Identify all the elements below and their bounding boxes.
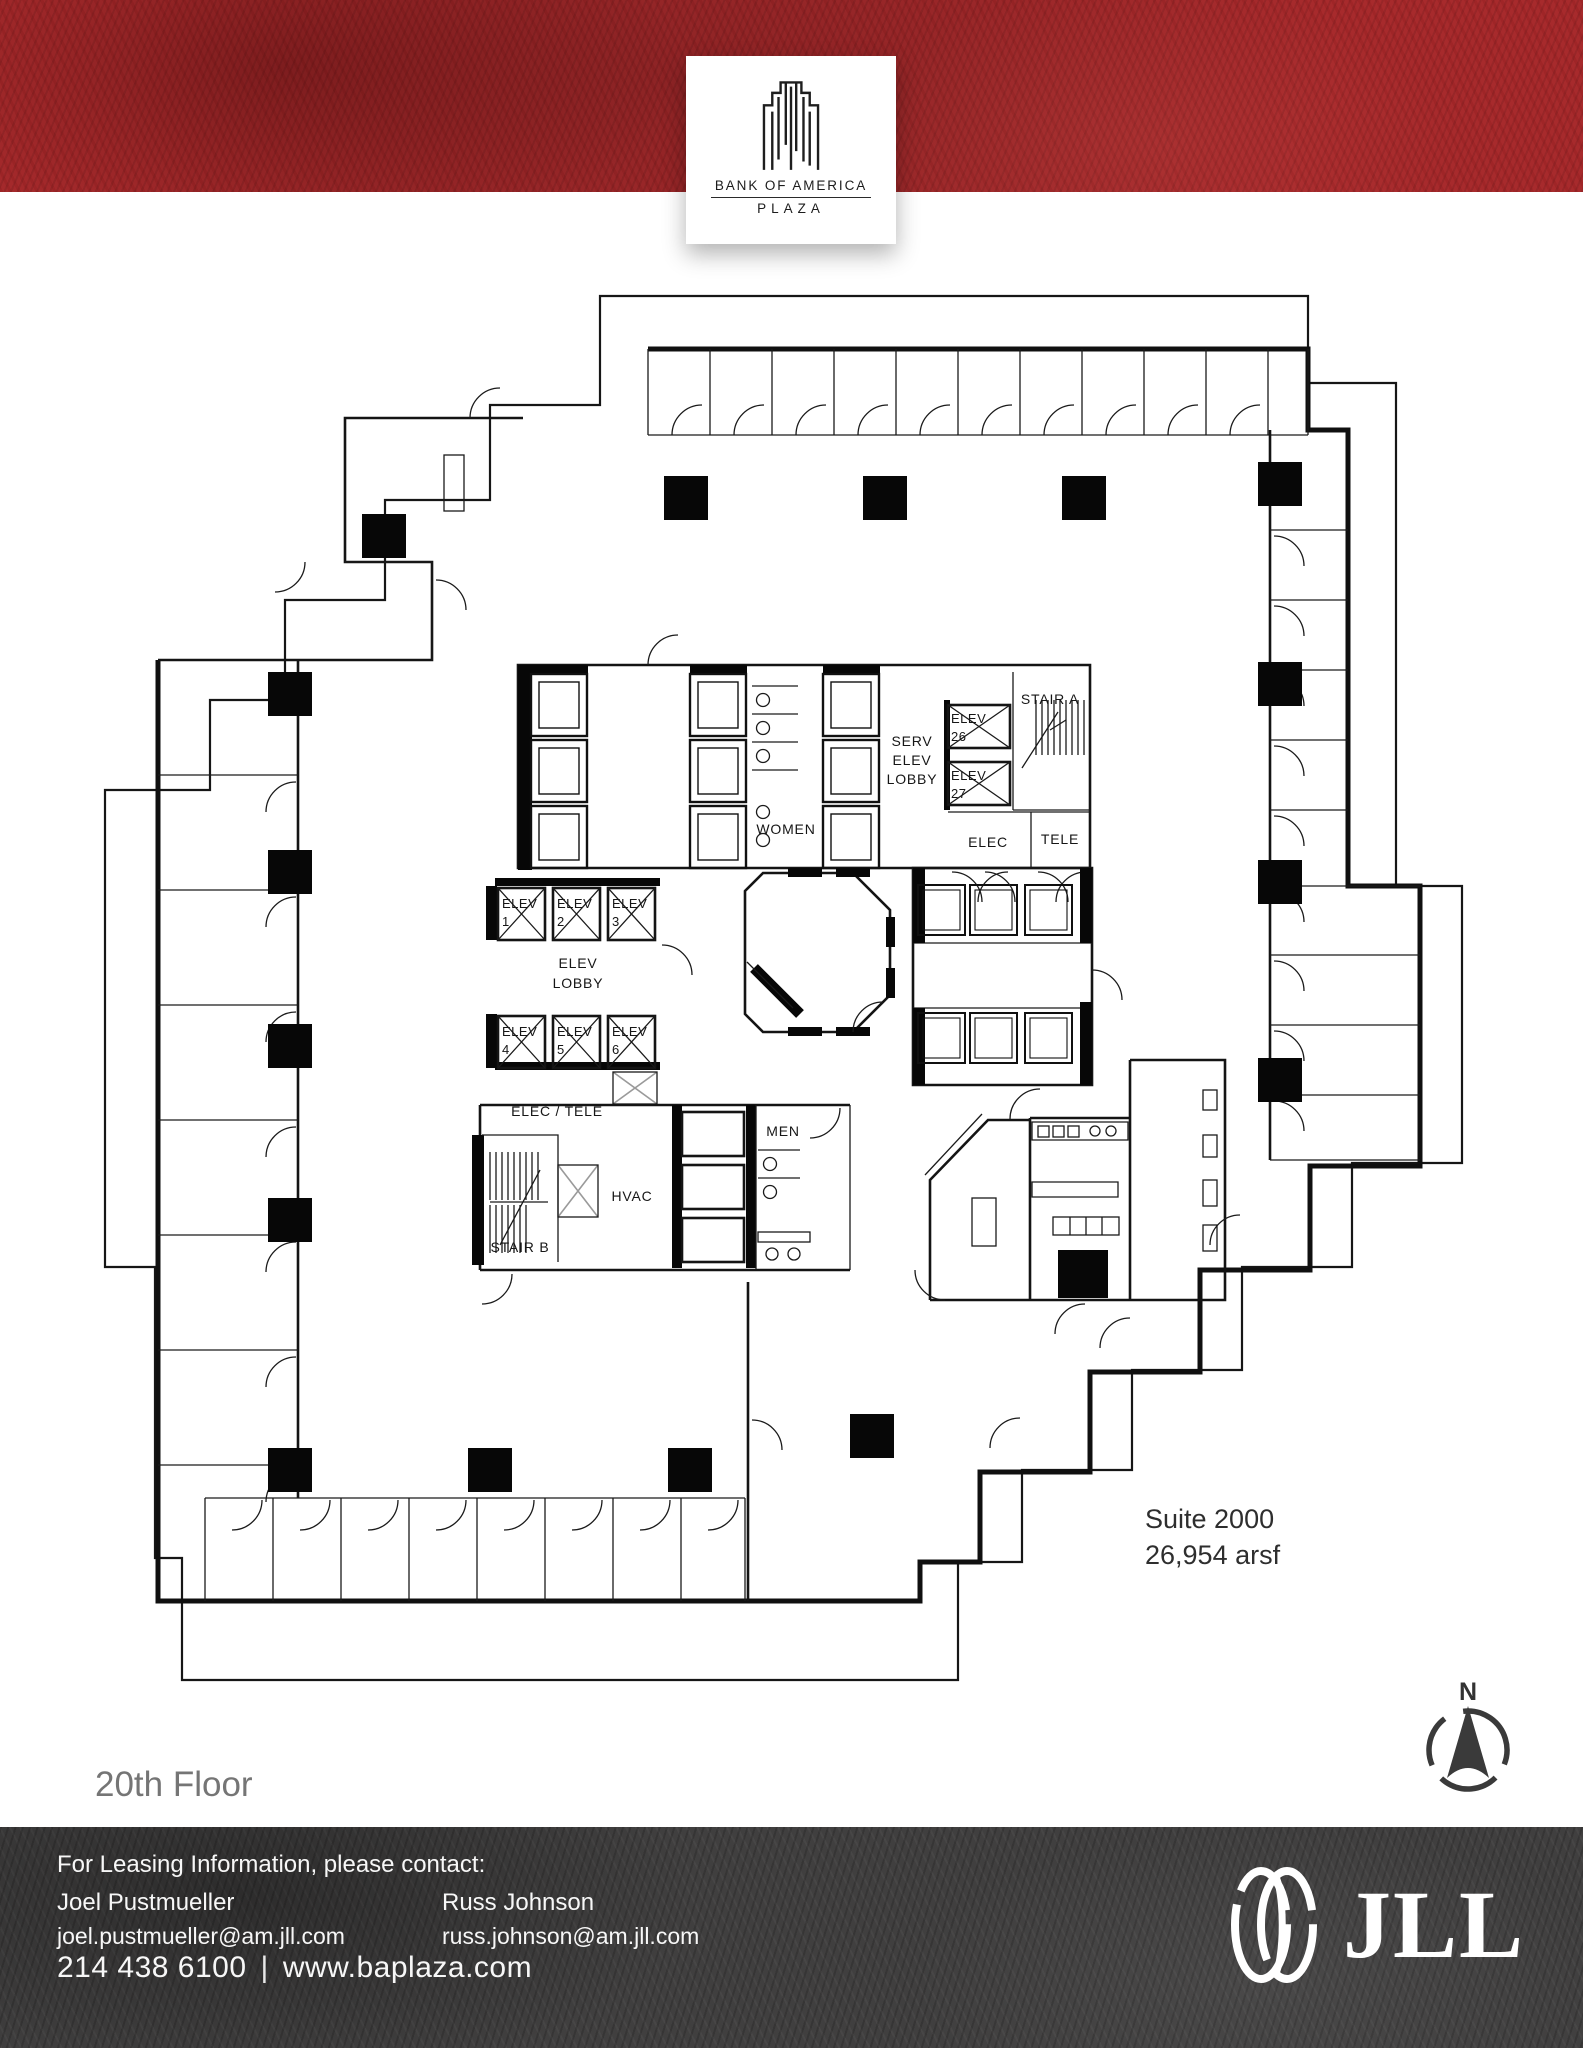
southeast-partitions	[746, 1214, 1241, 1601]
label-elev-lobby-1: ELEV	[559, 955, 598, 971]
svg-text:ELEV: ELEV	[557, 1024, 592, 1039]
service-elevators	[944, 700, 1012, 810]
upper-core	[516, 634, 1092, 903]
svg-text:3: 3	[612, 914, 620, 929]
label-stair-a: STAIR A	[1021, 691, 1079, 707]
elevator-labels: ELEV 1 ELEV 2 ELEV 3 ELEV 4 ELEV 5 ELEV …	[502, 711, 986, 1057]
left-office-column	[158, 660, 300, 1503]
stair-a	[1012, 672, 1090, 811]
svg-text:2: 2	[557, 914, 565, 929]
svg-text:ELEV: ELEV	[951, 711, 986, 726]
elevator-lobby-block	[486, 878, 693, 1105]
svg-text:ELEV: ELEV	[612, 896, 647, 911]
svg-text:1: 1	[502, 914, 510, 929]
suite-number: Suite 2000	[1145, 1504, 1274, 1534]
top-office-row	[647, 349, 1309, 436]
logo-subtitle: PLAZA	[757, 201, 825, 216]
stair-b	[482, 1134, 559, 1262]
leasing-heading: For Leasing Information, please contact:	[57, 1851, 486, 1878]
contact-email-link[interactable]: russ.johnson@am.jll.com	[442, 1923, 700, 1949]
svg-text:4: 4	[502, 1042, 510, 1057]
kitchen-break-area	[914, 1058, 1227, 1335]
jll-logo: JLL	[1225, 1865, 1525, 1985]
label-tele: TELE	[1041, 831, 1079, 847]
building-logo-card: BANK OF AMERICA PLAZA	[686, 56, 896, 244]
lower-shaft-column	[672, 1105, 756, 1268]
logo-divider	[711, 197, 871, 198]
north-letter: N	[1459, 1678, 1477, 1706]
contact-russ: Russ Johnson russ.johnson@am.jll.com	[442, 1889, 699, 1950]
lower-core	[472, 1103, 851, 1305]
label-serv-3: LOBBY	[887, 771, 938, 787]
northwest-rooms	[274, 387, 501, 660]
svg-text:ELEV: ELEV	[502, 1024, 537, 1039]
label-serv-2: ELEV	[893, 752, 932, 768]
bottom-office-row	[204, 1497, 746, 1601]
svg-text:26: 26	[951, 729, 966, 744]
womens-restroom	[752, 685, 798, 848]
website-link[interactable]: www.baplaza.com	[282, 1951, 533, 1984]
central-reception	[743, 868, 895, 1036]
jll-rings-icon	[1230, 1867, 1317, 1983]
footer-contact-band: For Leasing Information, please contact:…	[0, 1827, 1583, 2048]
label-women: WOMEN	[756, 821, 815, 837]
conference-block	[911, 866, 1123, 1120]
outer-boundary	[103, 294, 1464, 1682]
contact-email-link[interactable]: joel.pustmueller@am.jll.com	[57, 1923, 345, 1949]
bank-of-america-plaza-building-icon	[762, 81, 820, 170]
label-elev-lobby-2: LOBBY	[553, 975, 604, 991]
contact-name: Russ Johnson	[442, 1889, 595, 1916]
suite-area: 26,954 arsf	[1145, 1540, 1281, 1570]
svg-text:ELEV: ELEV	[557, 896, 592, 911]
label-men: MEN	[766, 1123, 800, 1139]
label-hvac: HVAC	[611, 1188, 652, 1204]
right-office-column	[1268, 430, 1420, 1161]
structural-columns	[268, 462, 1302, 1492]
contact-joel: Joel Pustmueller joel.pustmueller@am.jll…	[57, 1889, 345, 1950]
phone-and-website: 214 438 6100 | www.baplaza.com	[57, 1951, 532, 1985]
exterior-walls	[155, 346, 1423, 1604]
label-elec-tele: ELEC / TELE	[511, 1103, 603, 1119]
svg-text:5: 5	[557, 1042, 565, 1057]
contact-name: Joel Pustmueller	[57, 1889, 235, 1916]
phone-number: 214 438 6100	[57, 1951, 247, 1984]
mens-restroom	[755, 1105, 851, 1270]
svg-text:ELEV: ELEV	[502, 896, 537, 911]
jll-wordmark: JLL	[1342, 1871, 1525, 1978]
separator: |	[260, 1951, 269, 1984]
north-arrow-icon: N	[1426, 1678, 1510, 1792]
svg-text:ELEV: ELEV	[612, 1024, 647, 1039]
svg-text:27: 27	[951, 786, 966, 801]
floor-label: 20th Floor	[95, 1765, 253, 1804]
logo-title: BANK OF AMERICA	[714, 178, 868, 193]
label-stair-b: STAIR B	[490, 1239, 549, 1255]
label-elec: ELEC	[968, 834, 1008, 850]
svg-text:ELEV: ELEV	[951, 768, 986, 783]
label-serv-1: SERV	[891, 733, 932, 749]
svg-text:6: 6	[612, 1042, 620, 1057]
